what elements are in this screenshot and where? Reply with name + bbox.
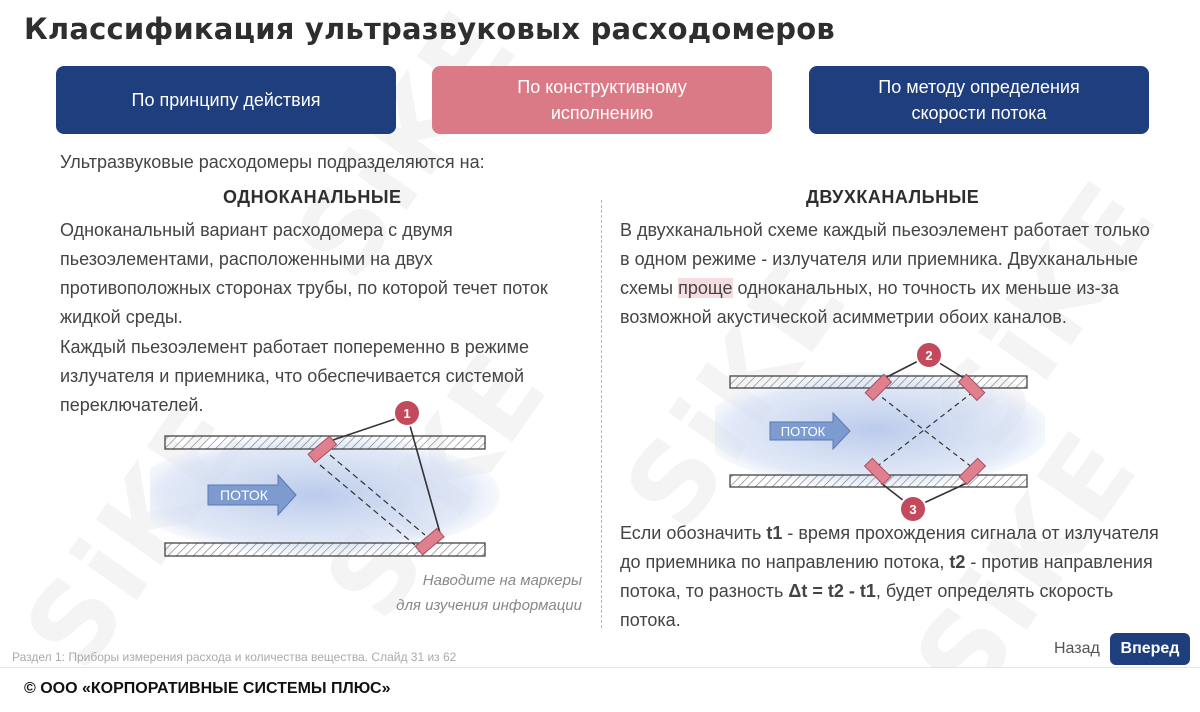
info-marker-2[interactable]: 2 — [915, 341, 943, 369]
tab-principle[interactable]: По принципу действия — [56, 66, 396, 134]
piezo-sensor — [957, 373, 986, 402]
next-button[interactable]: Вперед — [1110, 633, 1190, 665]
highlight-word: проще — [678, 278, 733, 298]
flow-arrow: ПОТОК — [207, 473, 297, 517]
piezo-sensor — [958, 457, 987, 486]
piezo-sensor — [863, 457, 892, 486]
piezo-sensor — [864, 373, 893, 402]
flow-label: ПОТОК — [220, 487, 269, 503]
info-marker-3[interactable]: 3 — [899, 495, 927, 523]
back-button[interactable]: Назад — [1054, 640, 1100, 657]
flow-area — [715, 372, 1045, 488]
signal-path — [319, 464, 416, 546]
dual-channel-description: В двухканальной схеме каждый пьезоэлемен… — [620, 220, 1150, 327]
single-channel-heading: ОДНОКАНАЛЬНЫЕ — [223, 187, 402, 207]
signal-path — [874, 391, 974, 469]
piezo-sensor — [414, 527, 445, 556]
time-difference-description: Если обозначить t1 - время прохождения с… — [620, 523, 1159, 630]
pipe-wall-bottom — [164, 542, 486, 557]
tab-label: По принципу действия — [131, 90, 321, 110]
piezo-sensor — [307, 435, 338, 464]
signal-path — [874, 391, 974, 469]
flow-area — [150, 435, 500, 555]
info-marker-1[interactable]: 1 — [393, 399, 421, 427]
svg-text:3: 3 — [909, 502, 916, 517]
column-divider — [601, 200, 602, 628]
page-title: Классификация ультразвуковых расходомеро… — [24, 12, 835, 46]
copyright-bar — [0, 667, 1200, 712]
single-channel-description: Одноканальный вариант расходомера с двум… — [60, 220, 548, 327]
dual-channel-diagram: ПОТОК 2 3 — [715, 341, 1045, 523]
slide-info: Раздел 1: Приборы измерения расхода и ко… — [12, 650, 457, 664]
tab-speed-method[interactable]: По методу определения скорости потока — [809, 66, 1149, 134]
svg-text:1: 1 — [403, 406, 410, 421]
flow-label: ПОТОК — [781, 424, 826, 439]
intro-text: Ультразвуковые расходомеры подразделяютс… — [60, 152, 485, 172]
copyright-text: © ООО «КОРПОРАТИВНЫЕ СИСТЕМЫ ПЛЮС» — [24, 680, 391, 697]
tab-label: По конструктивному исполнению — [517, 77, 687, 123]
dual-channel-heading: ДВУХКАНАЛЬНЫЕ — [806, 187, 980, 207]
signal-path — [329, 454, 426, 536]
tab-construction[interactable]: По конструктивному исполнению — [432, 66, 772, 134]
single-channel-diagram: ПОТОК 1 — [150, 399, 500, 557]
flow-arrow: ПОТОК — [769, 411, 851, 451]
signal-wire — [406, 414, 441, 534]
tab-label: По методу определения скорости потока — [878, 77, 1080, 123]
svg-text:2: 2 — [925, 348, 932, 363]
hover-hint: Наводите на маркеры для изучения информа… — [396, 572, 582, 614]
single-channel-mode-description: Каждый пьезоэлемент работает попеременно… — [60, 337, 530, 415]
